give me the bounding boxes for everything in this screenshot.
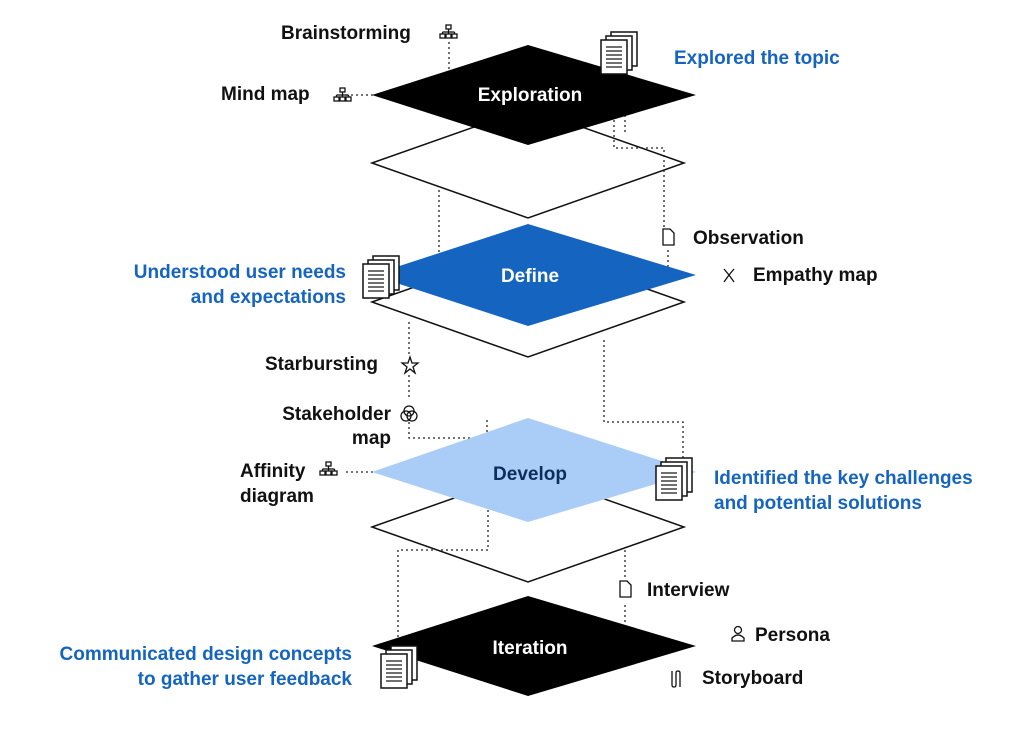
document-stack-icon <box>362 255 400 299</box>
define-layer <box>372 224 696 326</box>
empathy-icon <box>723 268 735 283</box>
document-stack-icon <box>600 31 638 75</box>
stakeholder-map-label-line2: map <box>351 428 391 449</box>
define-outcome-line1: Understood user needs <box>133 262 346 283</box>
storyboard-icon <box>671 670 681 688</box>
document-stack-icon <box>655 457 693 501</box>
venn-icon <box>400 405 418 422</box>
develop-outcome-line1: Identified the key challenges <box>714 468 973 489</box>
define-title: Define <box>501 266 559 287</box>
hierarchy-icon <box>333 87 352 102</box>
affinity-diagram-label-line2: diagram <box>240 486 314 507</box>
storyboard-label: Storyboard <box>702 668 804 689</box>
iteration-title: Iteration <box>493 638 568 659</box>
person-icon <box>731 625 745 642</box>
empathy-map-label: Empathy map <box>753 265 878 286</box>
exploration-title: Exploration <box>478 85 583 106</box>
starbursting-label: Starbursting <box>265 354 378 375</box>
develop-outcome-line2: and potential solutions <box>714 493 922 514</box>
exploration-outcome: Explored the topic <box>674 48 840 69</box>
iteration-layer <box>372 596 696 696</box>
iteration-outcome-line1: Communicated design concepts <box>59 644 352 665</box>
mind-map-label: Mind map <box>221 84 310 105</box>
brainstorming-label: Brainstorming <box>281 23 411 44</box>
persona-label: Persona <box>755 625 830 646</box>
observation-label: Observation <box>693 228 804 249</box>
exploration-layer <box>372 45 696 145</box>
document-icon <box>619 580 632 598</box>
hierarchy-icon <box>439 24 458 39</box>
develop-title: Develop <box>493 464 567 485</box>
define-outcome-line2: and expectations <box>190 287 346 308</box>
star-icon <box>400 354 420 375</box>
affinity-diagram-label-line1: Affinity <box>240 461 306 482</box>
document-stack-icon <box>380 645 418 689</box>
document-icon <box>662 228 675 246</box>
develop-layer <box>372 418 696 522</box>
iteration-outcome-line2: to gather user feedback <box>137 669 352 690</box>
stakeholder-map-label-line1: Stakeholder <box>282 404 391 425</box>
interview-label: Interview <box>647 580 730 601</box>
hierarchy-icon <box>319 461 338 476</box>
